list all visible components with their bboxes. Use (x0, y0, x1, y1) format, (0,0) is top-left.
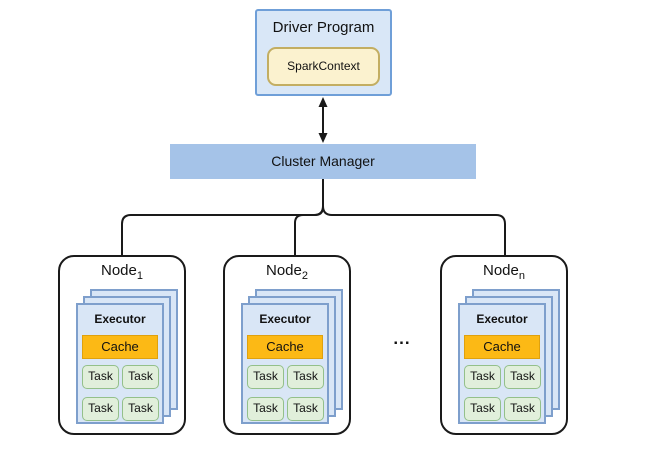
node-2-name: Node (266, 262, 302, 279)
task-box: Task (247, 365, 284, 389)
executor-card-front: Executor Cache Task Task Task Task (458, 303, 546, 424)
executor-stack-n: Executor Cache Task Task Task Task (442, 257, 566, 433)
cluster-manager-box: Cluster Manager (170, 144, 476, 179)
wire-to-node-1 (121, 179, 324, 256)
task-box: Task (122, 365, 159, 389)
task-box: Task (287, 397, 324, 421)
executor-label: Executor (476, 312, 528, 326)
task-box: Task (287, 365, 324, 389)
node-2-subscript: 2 (301, 270, 308, 282)
node-n-title: Noden (442, 262, 566, 282)
wire-to-node-2 (294, 179, 324, 256)
node-1-subscript: 1 (136, 270, 143, 282)
task-box: Task (247, 397, 284, 421)
driver-program-title: Driver Program (272, 19, 375, 36)
task-box: Task (82, 365, 119, 389)
wire-to-node-n (322, 179, 506, 256)
node-2-title: Node2 (225, 262, 349, 282)
ellipsis: ... (393, 329, 411, 348)
node-n-box: Noden Executor Cache Task Task Task Task (440, 255, 568, 435)
executor-stack-1: Executor Cache Task Task Task Task (60, 257, 184, 433)
node-n-name: Node (483, 262, 519, 279)
executor-label: Executor (259, 312, 311, 326)
spark-context-box: SparkContext (267, 47, 380, 86)
cache-box: Cache (82, 335, 158, 359)
node-n-subscript: n (518, 270, 525, 282)
task-box: Task (122, 397, 159, 421)
driver-program-box: Driver Program SparkContext (255, 9, 392, 96)
task-box: Task (504, 397, 541, 421)
cache-box: Cache (247, 335, 323, 359)
node-2-box: Node2 Executor Cache Task Task Task Task (223, 255, 351, 435)
bidirectional-arrow (318, 97, 328, 143)
task-box: Task (464, 397, 501, 421)
task-box: Task (464, 365, 501, 389)
node-1-title: Node1 (60, 262, 184, 282)
executor-label: Executor (94, 312, 146, 326)
cache-box: Cache (464, 335, 540, 359)
node-1-box: Node1 Executor Cache Task Task Task Task (58, 255, 186, 435)
task-box: Task (82, 397, 119, 421)
task-box: Task (504, 365, 541, 389)
executor-card-front: Executor Cache Task Task Task Task (76, 303, 164, 424)
executor-stack-2: Executor Cache Task Task Task Task (225, 257, 349, 433)
executor-card-front: Executor Cache Task Task Task Task (241, 303, 329, 424)
node-1-name: Node (101, 262, 137, 279)
